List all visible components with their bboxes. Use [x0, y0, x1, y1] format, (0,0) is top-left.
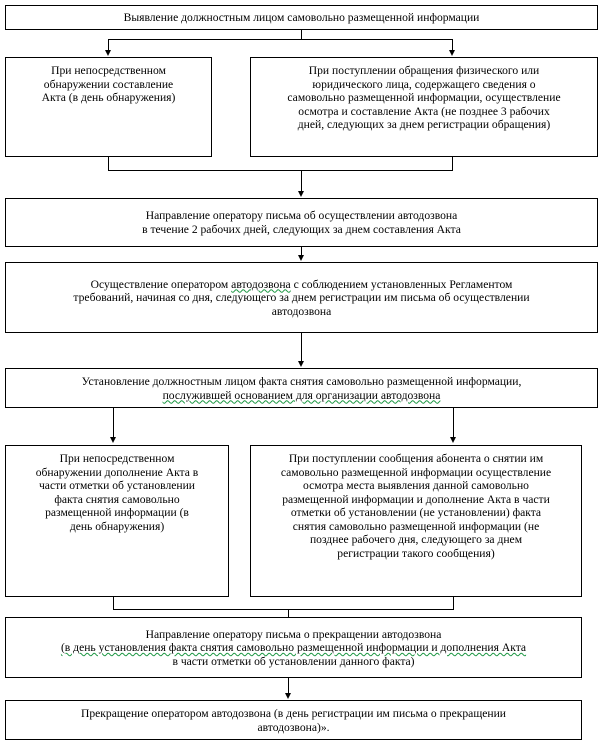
- flow-node-n7-label: При непосредственном обнаружении дополне…: [35, 452, 199, 533]
- edge-n5-n6-line: [301, 333, 302, 361]
- flow-node-n2-label: При непосредственном обнаружении составл…: [41, 64, 176, 105]
- flow-node-n6-misspelled-phrase: послужившей основанием для организации а…: [162, 388, 441, 402]
- flow-node-n5-line3: автодозвона: [271, 304, 332, 318]
- flow-node-n8: При поступлении сообщения абонента о сня…: [250, 445, 582, 597]
- edge-n6-n7-drop: [113, 408, 114, 438]
- edge-n8-merge-stem: [453, 597, 454, 609]
- flow-node-n5-misspelled-word: автодозвона: [231, 277, 291, 291]
- flow-node-n5-label: Осуществление оператором автодозвона с с…: [11, 278, 592, 319]
- flow-node-n10: Прекращение оператором автодозвона (в де…: [5, 700, 582, 740]
- edge-n10-arrowhead: [285, 693, 291, 699]
- flow-node-n3-label: При поступлении обращения физического ил…: [287, 64, 561, 132]
- flow-node-n6: Установление должностным лицом факта сня…: [5, 368, 598, 408]
- edge-n7-arrowhead: [110, 437, 116, 443]
- edge-n8-arrowhead: [450, 437, 456, 443]
- flow-node-n3: При поступлении обращения физического ил…: [250, 57, 598, 157]
- flow-node-n9-line1: Направление оператору письма о прекращен…: [145, 627, 442, 641]
- edge-n7-merge-stem: [113, 597, 114, 609]
- edge-merge-to-n4: [301, 170, 302, 192]
- flow-node-n6-label: Установление должностным лицом факта сня…: [11, 375, 592, 402]
- flow-node-n7: При непосредственном обнаружении дополне…: [5, 445, 229, 597]
- flow-node-n9: Направление оператору письма о прекращен…: [5, 617, 582, 678]
- flow-node-n2: При непосредственном обнаружении составл…: [5, 57, 212, 157]
- edge-n2-merge-stem: [108, 157, 109, 170]
- edge-n1-n3-drop: [452, 39, 453, 51]
- edge-n1-split-bar: [108, 39, 453, 40]
- flow-node-n9-label: Направление оператору письма о прекращен…: [11, 628, 576, 669]
- flow-node-n1: Выявление должностным лицом самовольно р…: [5, 5, 598, 30]
- flow-node-n5: Осуществление оператором автодозвона с с…: [5, 262, 598, 333]
- flow-node-n9-misspelled-phrase: (в день установления факта снятия самово…: [60, 641, 527, 655]
- edge-n3-merge-stem: [452, 157, 453, 170]
- edge-n4-arrowhead: [298, 191, 304, 197]
- edge-n4-n5-line: [301, 247, 302, 256]
- edge-n6-arrowhead: [298, 361, 304, 367]
- flow-node-n8-label: При поступлении сообщения абонента о сня…: [280, 452, 552, 560]
- flow-node-n5-line2: требований, начиная со дня, следующего з…: [73, 291, 530, 305]
- flow-node-n9-line3: в части отметки об установлении данного …: [172, 654, 415, 668]
- edge-merge2-bar: [113, 609, 454, 610]
- edge-n1-stem: [301, 30, 302, 39]
- edge-merge-bar-top: [108, 170, 453, 171]
- flow-node-n5-line1-b: с соблюдением установленных Регламентом: [290, 277, 513, 291]
- flow-node-n6-line1: Установление должностным лицом факта сня…: [81, 374, 522, 388]
- flow-node-n4: Направление оператору письма об осуществ…: [5, 198, 598, 247]
- edge-n5-arrowhead: [298, 255, 304, 261]
- flow-node-n1-label: Выявление должностным лицом самовольно р…: [123, 11, 480, 25]
- edge-n1-n2-drop: [108, 39, 109, 51]
- flow-node-n10-label: Прекращение оператором автодозвона (в де…: [80, 706, 507, 734]
- edge-n1-n3-arrowhead: [449, 50, 455, 56]
- edge-n1-n2-arrowhead: [105, 50, 111, 56]
- edge-n9-n10-line: [288, 678, 289, 694]
- flow-node-n5-line1-a: Осуществление оператором: [90, 277, 232, 291]
- edge-merge2-to-n9: [288, 609, 289, 620]
- edge-n6-n8-drop: [453, 408, 454, 438]
- flow-node-n4-label: Направление оператору письма об осуществ…: [142, 209, 461, 236]
